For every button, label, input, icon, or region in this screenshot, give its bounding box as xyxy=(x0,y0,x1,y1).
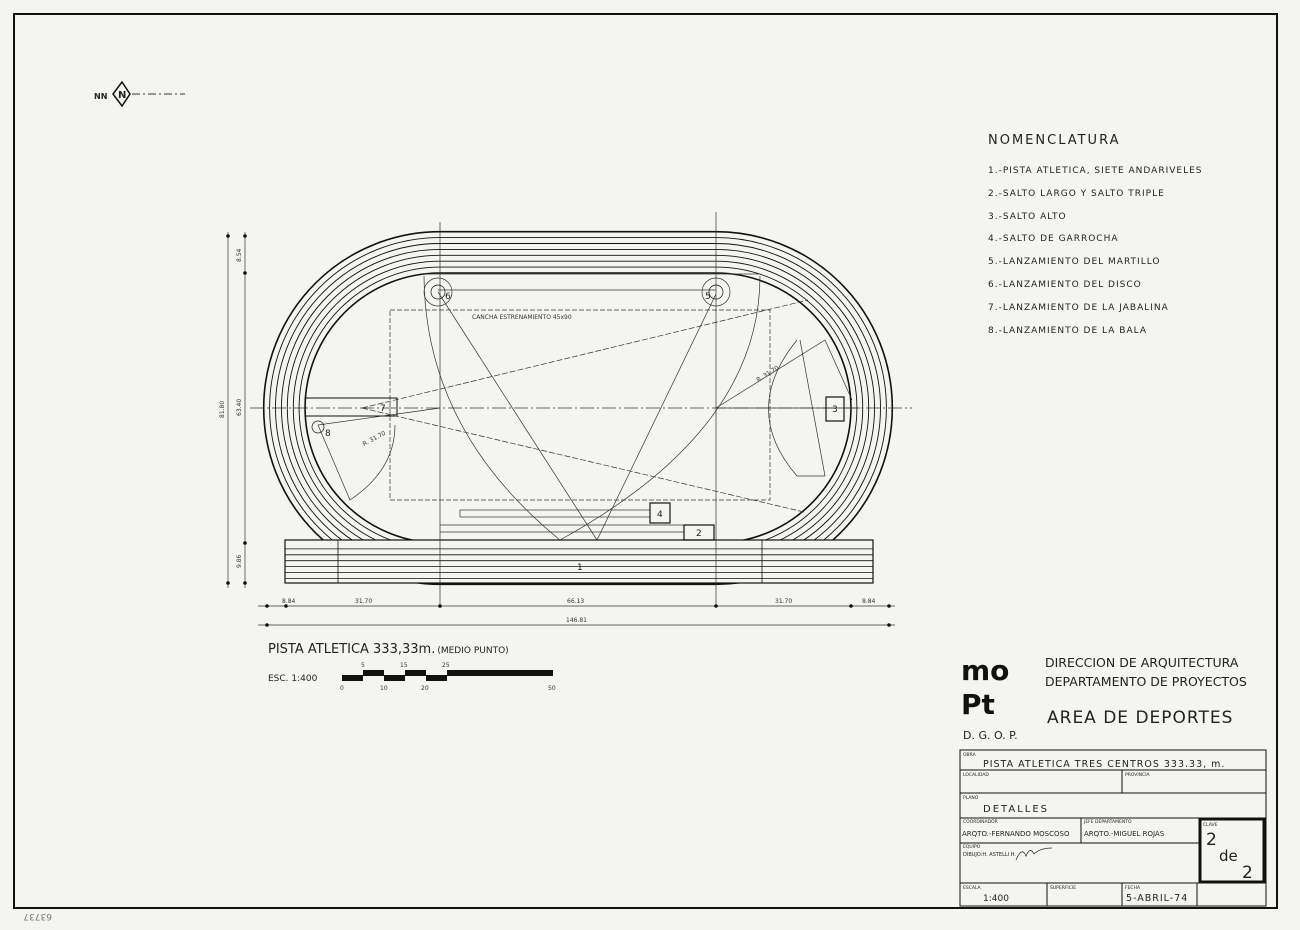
equipo-value: DIBUJO:H. ASTELLI H. xyxy=(963,852,1016,858)
legend-item: 7.-LANZAMIENTO DE LA JABALINA xyxy=(988,303,1169,313)
svg-text:SUPERFICIE: SUPERFICIE xyxy=(1050,885,1076,891)
svg-text:81.80: 81.80 xyxy=(219,401,226,418)
svg-text:EQUIPO: EQUIPO xyxy=(963,844,981,850)
svg-text:31.70: 31.70 xyxy=(775,598,792,605)
marker-6: 6 xyxy=(445,292,451,302)
sheet-border xyxy=(13,13,1278,909)
marker-8: 8 xyxy=(325,429,331,439)
svg-text:COORDINADOR: COORDINADOR xyxy=(963,819,998,825)
drawing-caption: PISTA ATLETICA 333,33m.(MEDIO PUNTO) ESC… xyxy=(268,642,556,692)
signature xyxy=(1015,847,1053,861)
fecha-value: 5-ABRIL-74 xyxy=(1126,893,1188,904)
marker-7: 7 xyxy=(380,404,386,414)
legend-item: 6.-LANZAMIENTO DEL DISCO xyxy=(988,280,1142,290)
field-elements xyxy=(250,212,912,605)
training-field xyxy=(389,309,771,501)
svg-text:mo: mo xyxy=(961,654,1009,687)
dimension-lines xyxy=(226,232,895,627)
svg-text:15: 15 xyxy=(400,662,408,669)
north-arrow-icon: NN N xyxy=(94,80,185,108)
legend-item: 5.-LANZAMIENTO DEL MARTILLO xyxy=(988,257,1161,267)
svg-text:20: 20 xyxy=(421,685,429,692)
svg-text:66.13: 66.13 xyxy=(567,598,584,605)
sheet-number: 2 xyxy=(1206,830,1217,850)
svg-text:5: 5 xyxy=(361,662,365,669)
svg-text:9.86: 9.86 xyxy=(236,554,243,568)
svg-text:OBRA: OBRA xyxy=(963,752,977,758)
svg-text:63.40: 63.40 xyxy=(236,399,243,416)
marker-4: 4 xyxy=(657,510,663,520)
training-field-label: CANCHA ESTRENAMIENTO 45x90 xyxy=(472,314,572,321)
svg-text:8.84: 8.84 xyxy=(862,598,876,605)
svg-text:8.84: 8.84 xyxy=(282,598,296,605)
track-plan xyxy=(262,230,894,586)
jefe-value: ARQTO.-MIGUEL ROJAS xyxy=(1084,830,1165,838)
archive-stamp: 63737 xyxy=(23,911,52,921)
svg-text:PLANO: PLANO xyxy=(963,795,979,801)
svg-text:Pt: Pt xyxy=(961,688,995,721)
title-block-text: OBRA PISTA ATLETICA TRES CENTROS 333.33,… xyxy=(962,752,1253,904)
legend-item: 8.-LANZAMIENTO DE LA BALA xyxy=(988,326,1147,336)
svg-text:de: de xyxy=(1219,847,1238,865)
svg-text:N: N xyxy=(118,90,126,101)
caption-line: PISTA ATLETICA 333,33m.(MEDIO PUNTO) xyxy=(268,642,509,657)
caption-subtitle: (MEDIO PUNTO) xyxy=(437,646,508,656)
svg-text:25: 25 xyxy=(442,662,450,669)
home-straight xyxy=(284,539,874,584)
nomenclature-legend: NOMENCLATURA 1.-PISTA ATLETICA, SIETE AN… xyxy=(988,133,1203,336)
svg-text:D. G. O. P.: D. G. O. P. xyxy=(963,729,1018,742)
marker-2: 2 xyxy=(696,529,702,539)
plan-labels: CANCHA ESTRENAMIENTO 45x90 R. 31.70 R. 3… xyxy=(325,292,838,573)
svg-text:10: 10 xyxy=(380,685,388,692)
marker-1: 1 xyxy=(577,563,583,573)
nomenclature-title: NOMENCLATURA xyxy=(988,133,1120,148)
scale-label: ESC. 1:400 xyxy=(268,674,318,684)
svg-text:PROVINCIA: PROVINCIA xyxy=(1125,772,1151,778)
title-block xyxy=(959,749,1267,907)
header-area: AREA DE DEPORTES xyxy=(1047,708,1233,728)
caption-title: PISTA ATLETICA 333,33m. xyxy=(268,642,435,657)
svg-text:31.70: 31.70 xyxy=(355,598,372,605)
marker-3: 3 xyxy=(832,405,838,415)
svg-text:CLAVE: CLAVE xyxy=(1203,822,1218,828)
sheet-total: 2 xyxy=(1242,863,1253,883)
svg-text:ESCALA: ESCALA xyxy=(963,885,982,891)
svg-text:NN: NN xyxy=(94,92,107,101)
svg-text:146.81: 146.81 xyxy=(566,617,587,624)
radius-label: R. 31.70 xyxy=(755,364,780,383)
svg-text:8.54: 8.54 xyxy=(236,248,243,262)
svg-text:0: 0 xyxy=(340,685,344,692)
svg-text:LOCALIDAD: LOCALIDAD xyxy=(963,772,989,778)
marker-5: 5 xyxy=(705,292,711,302)
obra-value: PISTA ATLETICA TRES CENTROS 333.33, m. xyxy=(983,759,1225,770)
radius-label: R. 31.70 xyxy=(362,430,387,448)
coordinador-value: ARQTO.-FERNANDO MOSCOSO xyxy=(962,830,1070,838)
legend-item: 3.-SALTO ALTO xyxy=(988,212,1067,222)
legend-item: 2.-SALTO LARGO Y SALTO TRIPLE xyxy=(988,189,1165,199)
header-direccion: DIRECCION DE ARQUITECTURA xyxy=(1045,655,1239,670)
legend-item: 4.-SALTO DE GARROCHA xyxy=(988,234,1119,244)
svg-text:FECHA: FECHA xyxy=(1125,885,1141,891)
escala-value: 1:400 xyxy=(983,894,1009,904)
scale-bar xyxy=(342,670,553,681)
svg-text:50: 50 xyxy=(548,685,556,692)
dimension-labels: 8.84 31.70 66.13 31.70 8.84 146.81 8.54 … xyxy=(219,248,876,624)
plano-value: DETALLES xyxy=(983,804,1049,815)
svg-text:JEFE DEPARTAMENTO: JEFE DEPARTAMENTO xyxy=(1083,819,1132,825)
mopt-logo: mo Pt D. G. O. P. xyxy=(961,654,1018,742)
header-departamento: DEPARTAMENTO DE PROYECTOS xyxy=(1045,674,1247,689)
legend-item: 1.-PISTA ATLETICA, SIETE ANDARIVELES xyxy=(988,166,1203,176)
